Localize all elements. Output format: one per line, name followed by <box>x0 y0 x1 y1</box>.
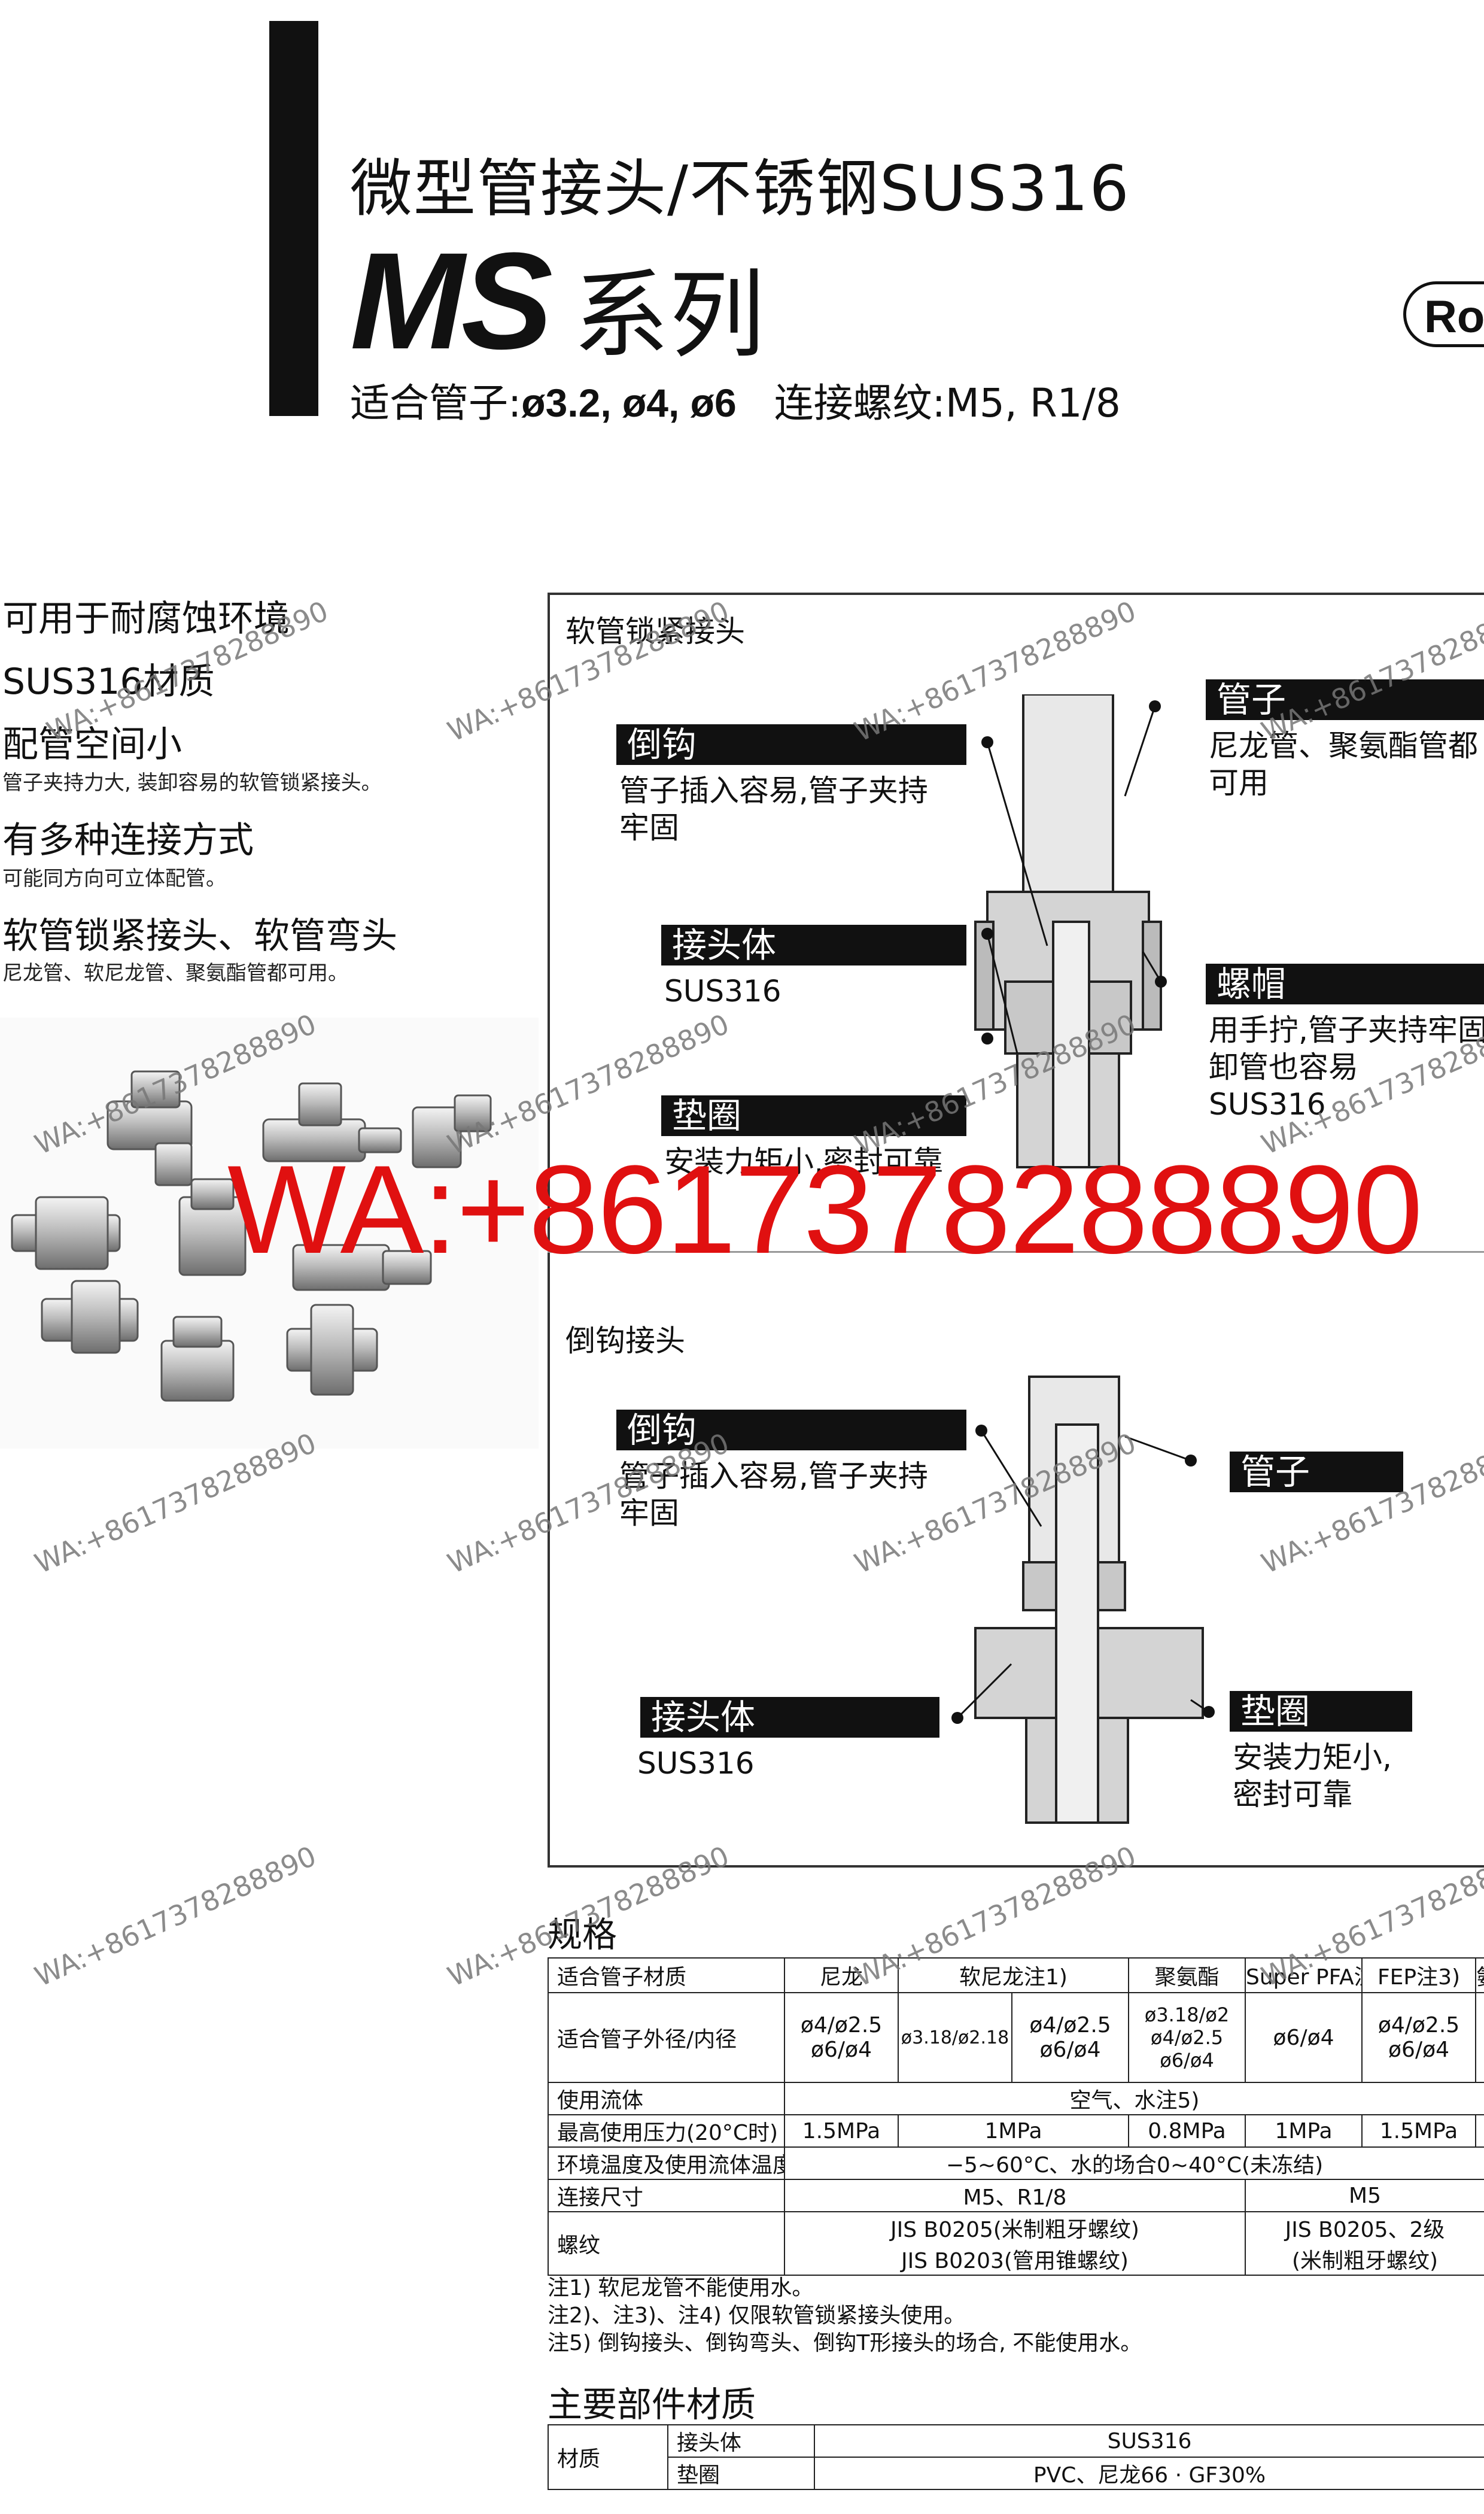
watermark-text: WA:+8617378288890 <box>30 1839 321 1993</box>
table-row: 垫圈 PVC、尼龙66 · GF30% <box>548 2457 1484 2490</box>
materials-title: 主要部件材质 <box>548 2384 756 2425</box>
applicable-sizes: 适合管子:ø3.2, ø4, ø6 连接螺纹:M5, R1/8 <box>350 380 1121 426</box>
spec-table: 适合管子材质 尼龙 软尼龙注1) 聚氨酯 Super PFA注2) FEP注3)… <box>548 1957 1484 2276</box>
diagram-label: 软管锁紧接头 <box>565 614 745 649</box>
gasket-tag: 垫圈 <box>1230 1691 1412 1732</box>
feature-title: 配管空间小 <box>2 724 182 766</box>
barb-tag: 倒钩 <box>616 724 966 765</box>
watermark-text: WA:+8617378288890 <box>30 1426 321 1580</box>
header-accent-bar <box>0 0 318 419</box>
barb-tag: 倒钩 <box>616 1410 966 1450</box>
tube-tag: 管子 <box>1206 679 1484 720</box>
series-code: MS <box>350 224 553 378</box>
table-row: 连接尺寸 M5、R1/8 M5 <box>548 2179 1484 2212</box>
table-row: 使用流体 空气、水注5) <box>548 2082 1484 2115</box>
page-title: 微型管接头/不锈钢SUS316 <box>350 152 1130 225</box>
rohs-badge: Ro <box>1403 281 1484 347</box>
tube-sizes: ø3.2, ø4, ø6 <box>521 381 737 425</box>
tube-tag: 管子 <box>1230 1452 1403 1492</box>
table-row: 最高使用压力(20°C时) 1.5MPa 1MPa 0.8MPa 1MPa 1.… <box>548 2114 1484 2148</box>
spec-note: 注5) 倒钩接头、倒钩弯头、倒钩T形接头的场合, 不能使用水。 <box>548 2331 1142 2355</box>
feature-subtitle: 尼龙管、软尼龙管、聚氨酯管都可用。 <box>2 961 348 985</box>
diagram-divider <box>548 1251 1484 1253</box>
materials-table: 材质 接头体 SUS316 垫圈 PVC、尼龙66 · GF30% <box>548 2424 1484 2490</box>
body-tag: 接头体 <box>640 1697 939 1738</box>
table-row: 螺纹 JIS B0205(米制粗牙螺纹)JIS B0203(管用锥螺纹) JIS… <box>548 2211 1484 2276</box>
spec-note: 注2)、注3)、注4) 仅限软管锁紧接头使用。 <box>548 2303 966 2328</box>
feature-title: SUS316材质 <box>2 661 215 703</box>
nut-tag: 螺帽 <box>1206 964 1484 1004</box>
table-row: 环境温度及使用流体温度 −5~60°C、水的场合0~40°C(未冻结) <box>548 2146 1484 2180</box>
table-row: 材质 接头体 SUS316 <box>548 2424 1484 2490</box>
product-photo <box>0 1018 539 1449</box>
compression-fitting-drawing <box>974 694 1167 1168</box>
spec-title: 规格 <box>548 1914 618 1955</box>
big-watermark: WA:+8617378288890 <box>227 1139 1423 1280</box>
thread-sizes: M5, R1/8 <box>945 380 1121 426</box>
diagram-label: 倒钩接头 <box>565 1323 685 1358</box>
table-row: 适合管子材质 尼龙 软尼龙注1) 聚氨酯 Super PFA注2) FEP注3)… <box>548 1957 1484 1993</box>
feature-subtitle: 管子夹持力大, 装卸容易的软管锁紧接头。 <box>2 771 382 795</box>
feature-subtitle: 可能同方向可立体配管。 <box>2 867 226 891</box>
feature-title: 有多种连接方式 <box>2 819 254 861</box>
feature-title: 可用于耐腐蚀环境 <box>2 598 290 640</box>
series-label: 系列 <box>573 259 765 371</box>
spec-note: 注1) 软尼龙管不能使用水。 <box>548 2276 814 2300</box>
gasket-tag: 垫圈 <box>661 1095 966 1136</box>
barb-fitting-drawing <box>951 1376 1215 1824</box>
feature-title: 软管锁紧接头、软管弯头 <box>2 915 397 957</box>
body-tag: 接头体 <box>661 925 966 965</box>
